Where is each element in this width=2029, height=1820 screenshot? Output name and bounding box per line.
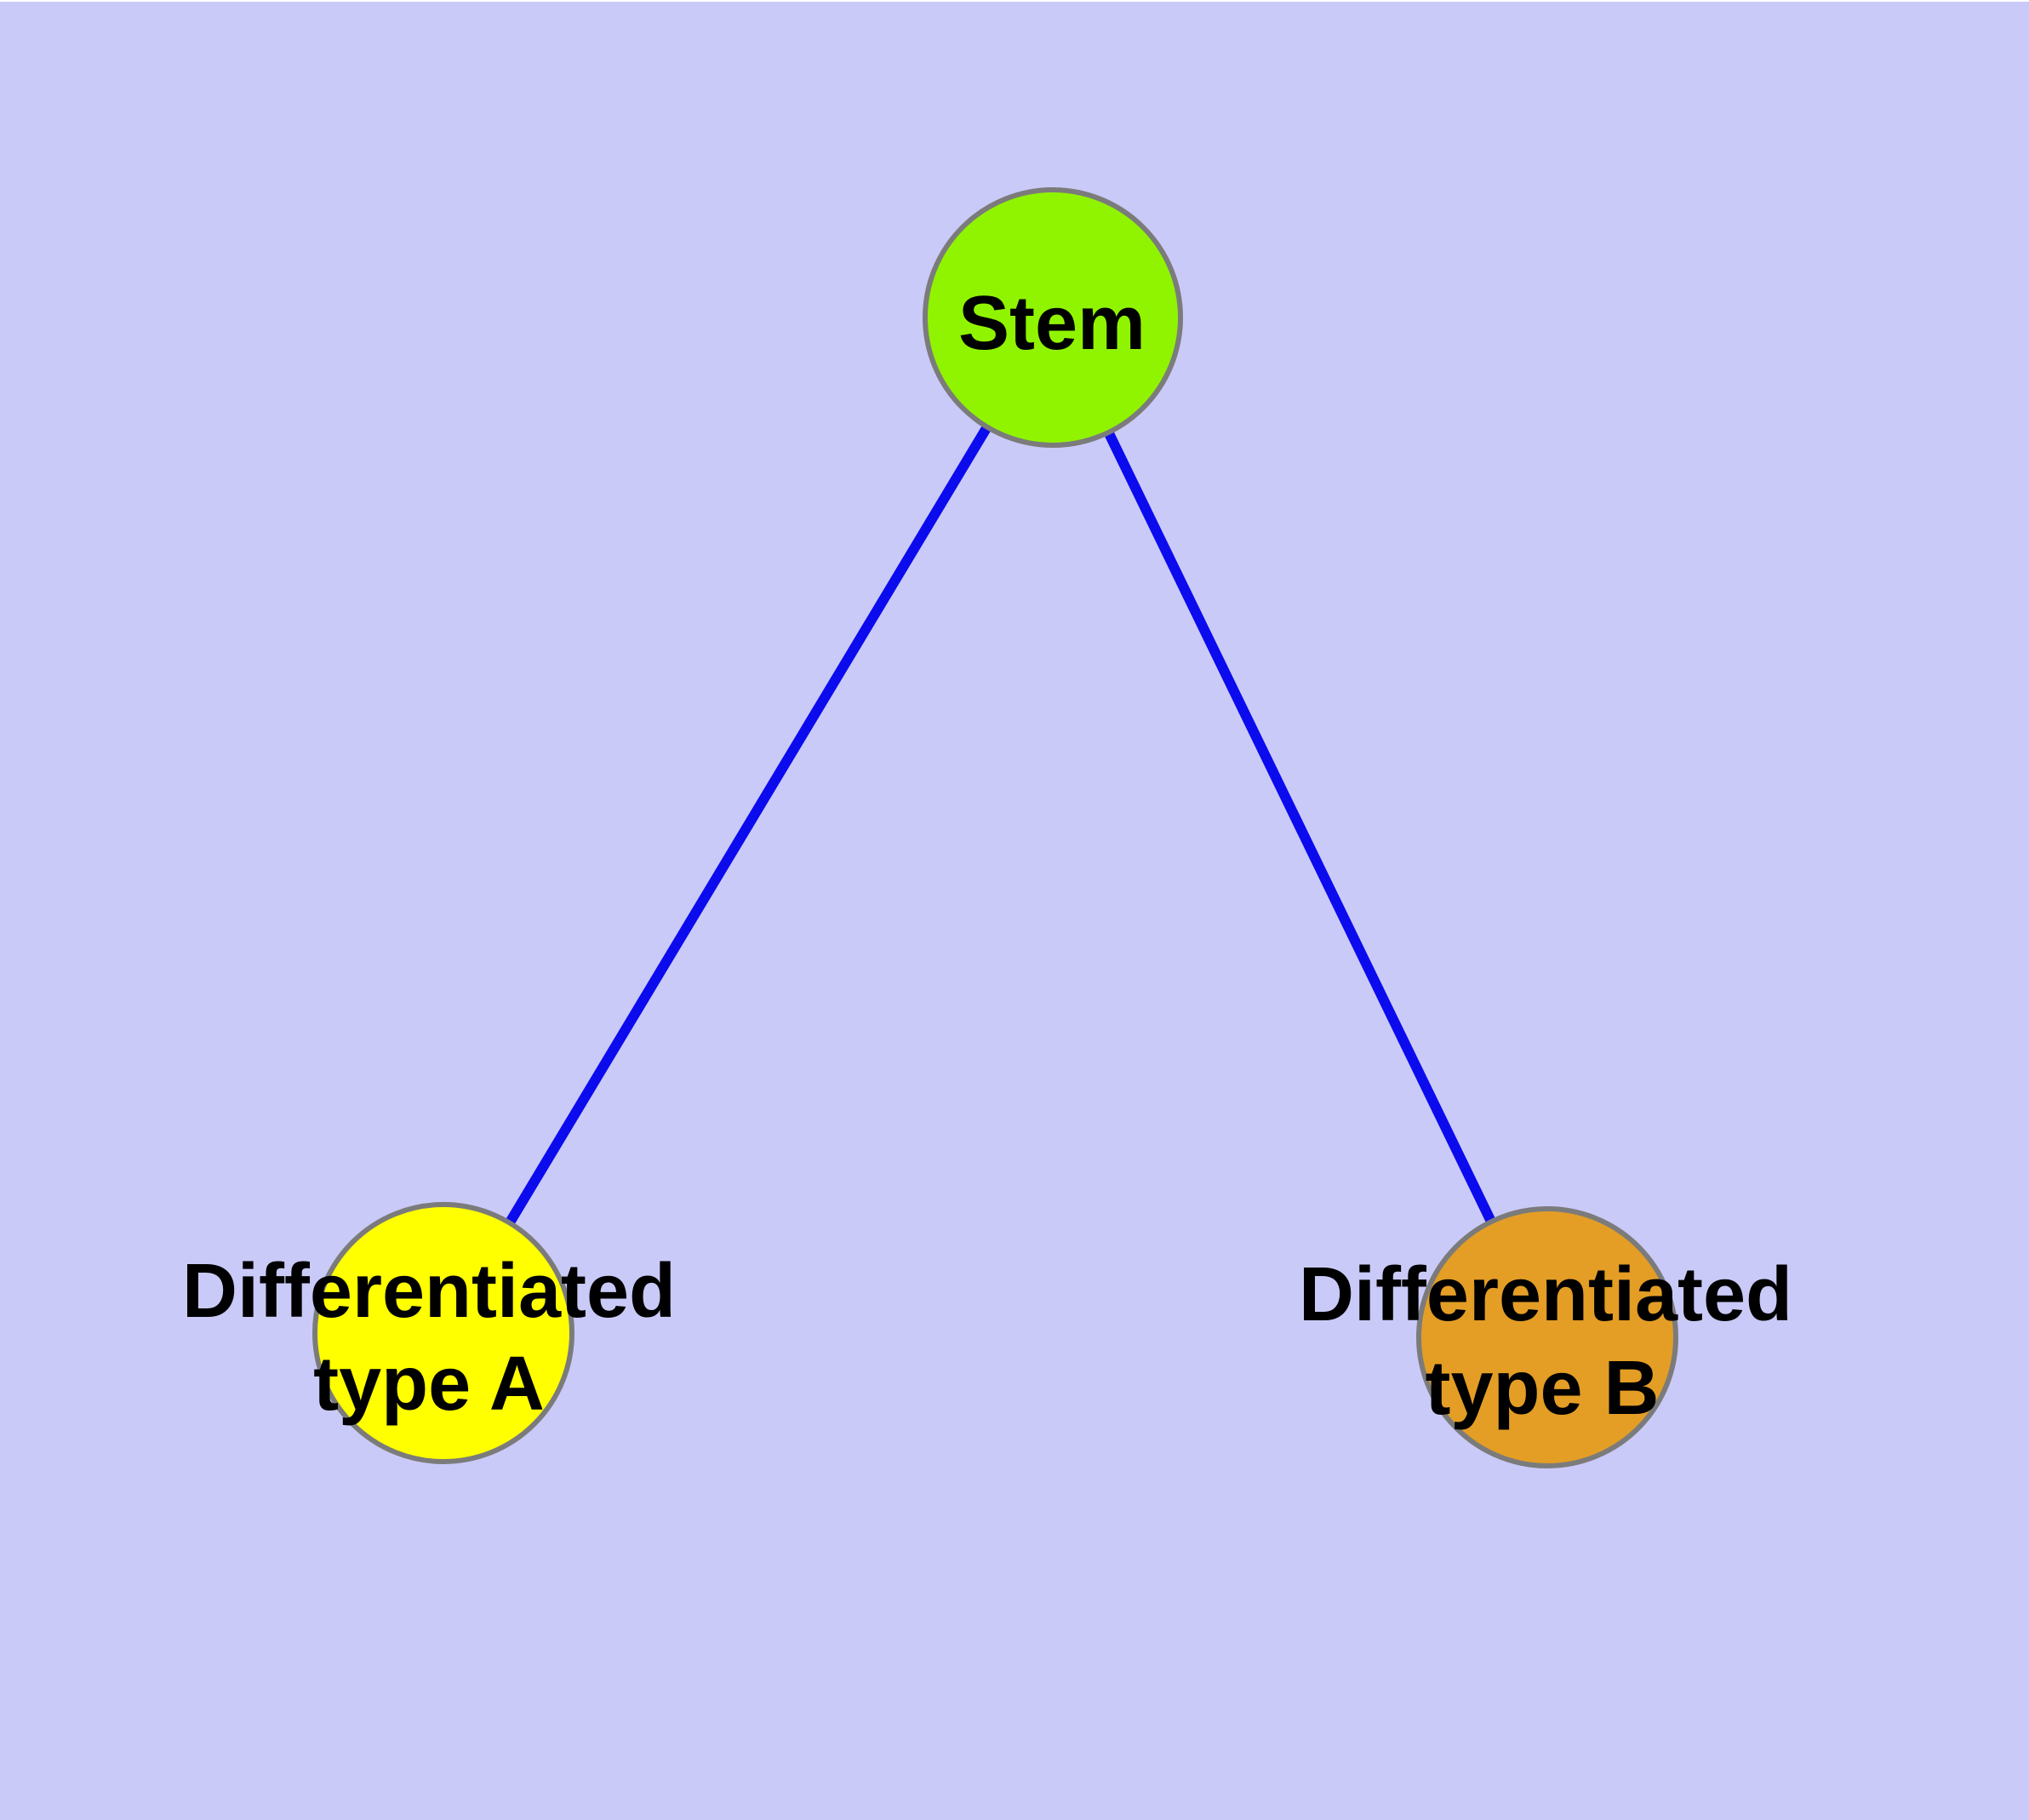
- node-type-a-label-line1: Differentiated: [182, 1249, 676, 1334]
- edge-stem-to-type-a: [438, 314, 1058, 1336]
- node-type-b-label-line1: Differentiated: [1299, 1252, 1792, 1337]
- node-type-a-label-line2: type A: [313, 1342, 545, 1427]
- node-type-b-label-line2: type B: [1425, 1346, 1659, 1431]
- node-type-b: [1416, 1206, 1678, 1468]
- node-type-a: [312, 1202, 574, 1464]
- edge-stem-to-type-b: [1048, 315, 1552, 1340]
- node-stem-label: Stem: [958, 281, 1146, 366]
- node-stem: [923, 187, 1183, 448]
